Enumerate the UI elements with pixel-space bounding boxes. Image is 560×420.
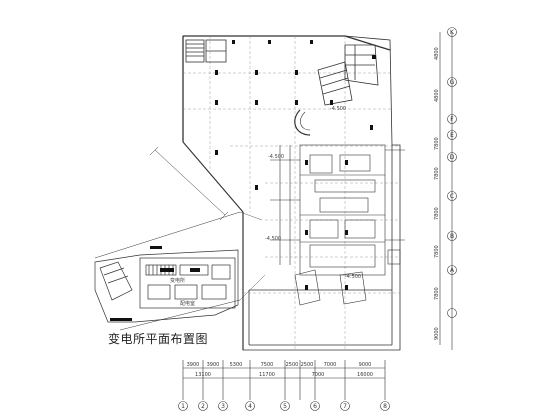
right-dim-5: 7800	[434, 207, 440, 220]
bottom-axis-label-3: 3	[221, 403, 225, 410]
bottom-dim-8: 9000	[359, 362, 372, 368]
columns	[215, 40, 376, 290]
axis-label-D: D	[450, 154, 455, 161]
right-dim-3: 7800	[434, 137, 440, 150]
bottom-axis-label-4: 4	[248, 403, 252, 410]
bottom-total-dim-4: 16000	[357, 372, 373, 378]
room-label-substation: 变电所	[170, 277, 185, 284]
bottom-axis-label-7: 7	[343, 403, 347, 410]
bottom-axis-label-6: 6	[313, 403, 317, 410]
room-label-elevation-2: -4.500	[265, 236, 281, 242]
axis-bubble-G	[447, 77, 457, 87]
substation-detail-inset	[94, 249, 239, 323]
axis-label-F: F	[450, 116, 454, 123]
bottom-total-dim-1: 13100	[195, 372, 211, 378]
room-label-switch-room: 配电室	[180, 300, 195, 307]
axis-label-B: B	[450, 233, 454, 240]
right-dim-8: 9000	[434, 327, 440, 340]
bottom-axis-label-8: 8	[383, 403, 387, 410]
room-label-elevation-3: -4.500	[330, 106, 346, 112]
axis-label-G: G	[450, 79, 455, 86]
bottom-dim-3: 5300	[230, 362, 243, 368]
right-dim-6: 7800	[434, 245, 440, 258]
axis-label-C: C	[450, 193, 454, 200]
right-dim-2: 4800	[434, 89, 440, 102]
bottom-dim-4: 7500	[261, 362, 274, 368]
axis-bubble-B	[447, 231, 457, 241]
right-dim-1: 4800	[434, 47, 440, 60]
right-axis	[439, 27, 457, 350]
bottom-axis-label-5: 5	[283, 403, 287, 410]
axis-label-E: E	[450, 132, 454, 139]
axis-bubble-E	[447, 130, 457, 140]
axis-bubble-C	[447, 191, 457, 201]
axis-bubble-A	[447, 265, 457, 275]
bottom-axis	[178, 360, 390, 411]
bottom-dim-7: 7000	[324, 362, 337, 368]
stair-top-left	[185, 39, 227, 63]
axis-label-K: K	[450, 29, 455, 36]
bottom-total-dim-2: 11700	[259, 372, 275, 378]
bottom-axis-label-2: 2	[201, 403, 205, 410]
room-label-elevation-4: -4.500	[345, 274, 361, 280]
right-dim-4: 7800	[434, 167, 440, 180]
axis-bubble-K	[447, 27, 457, 37]
right-dim-7: 7800	[434, 287, 440, 300]
room-label-elevation-1: -4.500	[268, 154, 284, 160]
core-top-right	[317, 44, 379, 106]
bottom-dim-5: 2500	[286, 362, 299, 368]
bottom-dim-1: 3900	[187, 362, 200, 368]
axis-bubble-F	[447, 114, 457, 124]
bottom-total-dim-3: 7000	[312, 372, 325, 378]
equipment-room	[270, 144, 405, 306]
bottom-axis-label-1: 1	[181, 403, 185, 410]
drawing-caption: 变电所平面布置图	[108, 332, 209, 346]
bottom-dim-2: 3900	[207, 362, 220, 368]
axis-label-A: A	[450, 267, 455, 274]
axis-bubble-D	[447, 152, 457, 162]
bottom-dim-6: 2500	[301, 362, 314, 368]
